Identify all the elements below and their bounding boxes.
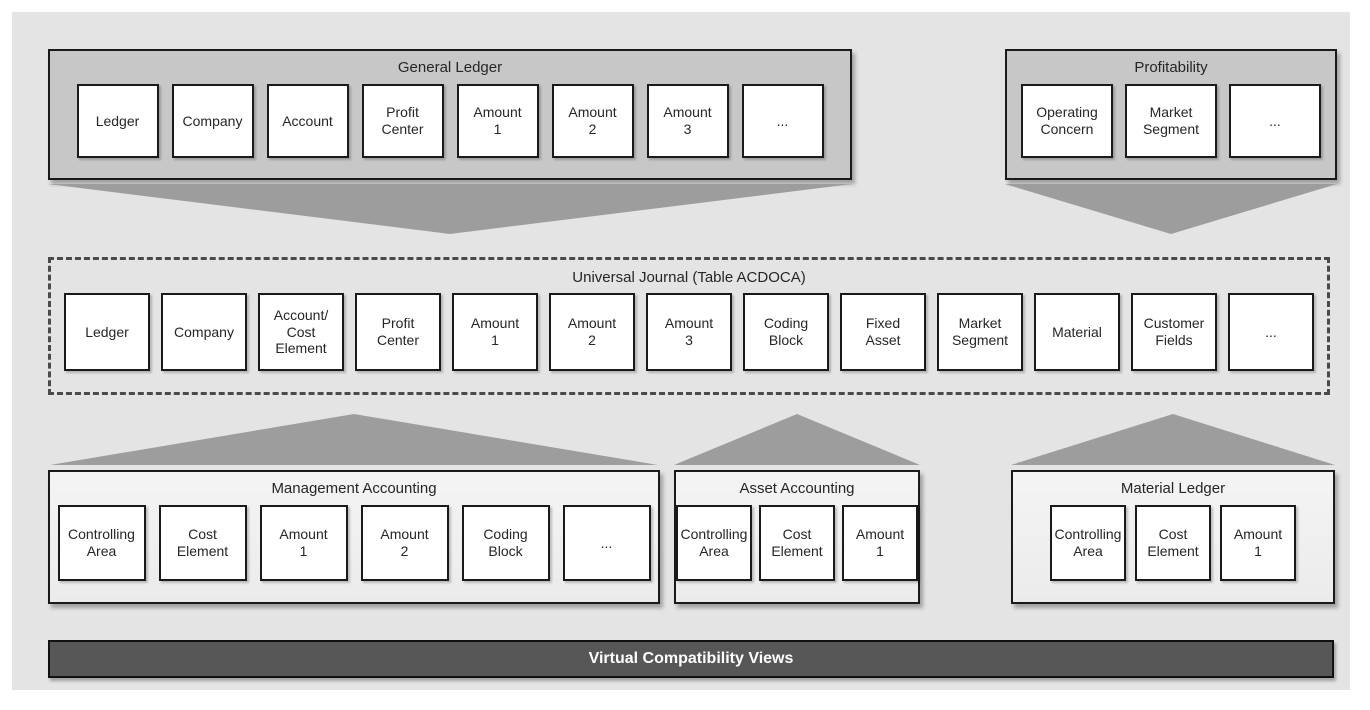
field-label: Cost Element [1147,526,1199,559]
field-box: Amount 3 [646,293,732,371]
field-box: Ledger [64,293,150,371]
field-label: Operating Concern [1036,104,1098,137]
field-label: Customer Fields [1143,315,1205,348]
field-label: Coding Block [483,526,528,559]
asset-accounting-section: Asset Accounting Controlling Area Cost El… [674,470,920,604]
asset-accounting-title: Asset Accounting [739,480,855,497]
field-label: Coding Block [763,315,809,348]
field-box: Controlling Area [57,505,146,581]
field-box: Fixed Asset [840,293,926,371]
virtual-compatibility-views-label: Virtual Compatibility Views [588,650,794,667]
field-box: Account [266,84,349,158]
field-label: Controlling Area [1054,526,1122,559]
field-label: Material [1052,323,1102,340]
material-ledger-title: Material Ledger [1120,480,1226,497]
field-box: Company [171,84,254,158]
field-label: Market Segment [1142,104,1200,137]
field-box: Company [161,293,247,371]
field-box: Customer Fields [1131,293,1217,371]
management-accounting-fields: Controlling Area Cost Element Amount 1 Amou… [50,505,658,581]
field-label: Ledger [85,323,129,340]
field-label: Fixed Asset [865,315,901,348]
field-label: ... [1265,323,1277,340]
field-label: Company [174,323,234,340]
field-box: Profit Center [361,84,444,158]
field-label: ... [600,534,613,551]
general-ledger-title: General Ledger [397,59,503,76]
profitability-title: Profitability [1134,59,1208,76]
management-accounting-title: Management Accounting [271,480,437,497]
asset-accounting-fields: Controlling Area Cost Element Amount 1 [676,505,918,581]
up-arrow-asset-accounting [674,414,920,465]
universal-journal-section: Universal Journal (Table ACDOCA) Ledger C… [48,257,1330,395]
field-box: Market Segment [1125,84,1217,158]
field-label: Cost Element [176,526,229,559]
profitability-section: Profitability Operating Concern Market Se… [1005,49,1337,180]
field-box: Profit Center [355,293,441,371]
field-box: ... [1228,293,1314,371]
field-label: Amount 1 [279,526,328,559]
field-box: Amount 2 [549,293,635,371]
field-label: Amount 1 [855,526,905,559]
universal-journal-fields: Ledger Company Account/ Cost Element Profit… [51,293,1327,371]
field-box: Controlling Area [1050,505,1126,581]
field-box: Amount 1 [1220,505,1296,581]
field-label: Company [182,112,243,129]
field-label: Account/ Cost Element [273,307,329,357]
material-ledger-fields: Controlling Area Cost Element Amount 1 [1013,505,1333,581]
field-label: Amount 2 [568,104,617,137]
field-label: Cost Element [771,526,823,559]
field-box: ... [562,505,651,581]
field-label: Controlling Area [680,526,748,559]
field-box: Amount 1 [456,84,539,158]
field-box: Material [1034,293,1120,371]
field-label: Profit Center [381,104,424,137]
virtual-compatibility-views-bar: Virtual Compatibility Views [48,640,1334,678]
field-box: Cost Element [1135,505,1211,581]
field-box: Controlling Area [676,505,752,581]
field-label: ... [1269,112,1281,129]
field-box: Market Segment [937,293,1023,371]
field-box: ... [741,84,824,158]
field-box: Amount 1 [259,505,348,581]
field-box: Amount 2 [360,505,449,581]
field-label: Amount 1 [470,315,520,348]
field-box: Cost Element [759,505,835,581]
profitability-fields: Operating Concern Market Segment... [1007,84,1335,158]
field-box: Coding Block [743,293,829,371]
field-box: Operating Concern [1021,84,1113,158]
field-label: Profit Center [376,315,420,348]
up-arrow-material-ledger [1011,414,1335,465]
field-box: Cost Element [158,505,247,581]
field-label: Amount 1 [473,104,522,137]
field-box: Amount 1 [842,505,918,581]
field-box: Amount 3 [646,84,729,158]
field-label: ... [776,112,789,129]
general-ledger-section: General Ledger Ledger Company Account Profi… [48,49,852,180]
field-box: Ledger [76,84,159,158]
general-ledger-fields: Ledger Company Account Profit Center Amount … [50,84,850,158]
field-label: Market Segment [951,315,1009,348]
material-ledger-section: Material Ledger Controlling Area Cost Ele… [1011,470,1335,604]
field-box: Account/ Cost Element [258,293,344,371]
field-label: Amount 2 [567,315,617,348]
down-arrow-general-ledger [48,184,852,234]
field-label: Ledger [95,112,140,129]
field-box: Amount 2 [551,84,634,158]
field-box: Coding Block [461,505,550,581]
field-box: ... [1229,84,1321,158]
field-box: Amount 1 [452,293,538,371]
field-label: Account [282,112,333,129]
field-label: Amount 3 [663,104,712,137]
field-label: Amount 3 [664,315,714,348]
field-label: Amount 1 [1233,526,1283,559]
down-arrow-profitability [1005,184,1337,234]
field-label: Amount 2 [380,526,429,559]
universal-journal-title: Universal Journal (Table ACDOCA) [572,269,806,286]
up-arrow-management-accounting [50,414,658,465]
field-label: Controlling Area [68,526,135,559]
